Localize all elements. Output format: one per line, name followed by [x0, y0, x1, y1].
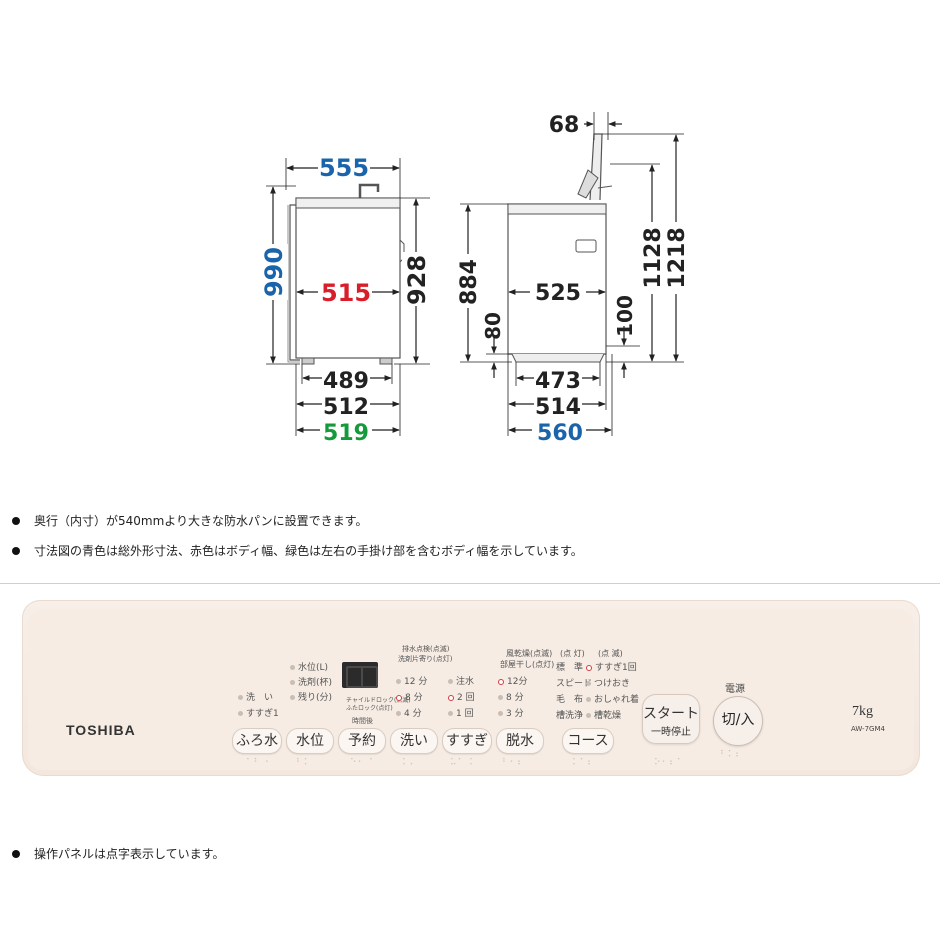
course-speed: スピード — [556, 679, 593, 689]
dim-front-base-mid: 512 — [323, 395, 369, 420]
option-remaining: 残り(分) — [290, 690, 332, 703]
start-label: スタート — [643, 706, 699, 722]
timer-button[interactable]: 予約 — [338, 728, 386, 754]
bath-water-button[interactable]: ふろ水 — [232, 728, 282, 754]
dry-8: 8 分 — [498, 690, 524, 703]
course-header-lit: (点 灯) — [560, 649, 585, 658]
option-rinse1: すすぎ1 — [238, 706, 279, 719]
dim-side-base-inner: 473 — [535, 369, 581, 394]
dim-side-base-mid: 514 — [535, 395, 581, 420]
note-text: 操作パネルは点字表示しています。 — [34, 847, 225, 861]
note-text: 奥行（内寸）が540mmより大きな防水パンに設置できます。 — [34, 514, 368, 528]
model-number: AW-7GM4 — [851, 725, 885, 733]
dim-side-lid-open-high: 1218 — [665, 227, 690, 288]
option-water-level: 水位(L) — [290, 660, 328, 673]
course-standard: 標 準 — [556, 663, 584, 673]
time-8: 8 分 — [396, 690, 423, 703]
option-detergent: 洗剤(杯) — [290, 675, 332, 688]
side-view: 68 884 80 525 100 1128 1218 — [454, 112, 690, 446]
course-soak: つけおき — [586, 676, 630, 689]
divider — [0, 583, 940, 584]
braille-marks: ⠃⠅ — [296, 758, 312, 768]
rinse-2: 2 回 — [448, 690, 475, 703]
bullet-icon — [12, 849, 20, 858]
water-level-button[interactable]: 水位 — [286, 728, 334, 754]
drain-header-1: 排水点検(点滅) — [402, 645, 450, 653]
rinse-1: 1 回 — [448, 706, 474, 719]
rinse-fill: 注水 — [448, 674, 474, 687]
course-blanket: 毛 布 — [556, 695, 584, 705]
dry-3: 3 分 — [498, 706, 524, 719]
note-waterproof-pan: 奥行（内寸）が540mmより大きな防水パンに設置できます。 — [12, 512, 367, 529]
time-12: 12 分 — [396, 674, 427, 687]
course-tub-clean: 槽洗浄 — [556, 711, 584, 721]
dim-front-base-outer: 519 — [323, 421, 369, 446]
dim-front-height-total: 990 — [260, 247, 288, 297]
braille-marks: ⠅⠄ — [402, 758, 418, 768]
braille-marks: ⠁⠃ ⠂ — [246, 758, 273, 768]
dry-header-2: 部屋干し(点灯) — [500, 660, 555, 669]
braille-marks: ⠥⠁ ⠅ — [450, 758, 477, 768]
dim-side-body-depth: 525 — [535, 281, 581, 306]
braille-marks: ⠃⠂⠆ — [502, 758, 525, 768]
spin-button[interactable]: 脱水 — [496, 728, 544, 754]
course-tub-dry: 槽乾燥 — [586, 708, 621, 721]
braille-marks: ⠅⠁⠆ — [572, 758, 595, 768]
dim-front-top-width: 555 — [319, 154, 369, 182]
dim-front-body-width: 515 — [321, 279, 371, 307]
note-text: 寸法図の青色は総外形寸法、赤色はボディ幅、緑色は左右の手掛け部を含むボディ幅を示… — [34, 544, 583, 558]
dim-side-body-height: 884 — [457, 259, 482, 305]
dim-front-base-inner: 489 — [323, 369, 369, 394]
power-button[interactable]: 切/入 — [713, 696, 763, 746]
pause-label: 一時停止 — [651, 727, 691, 738]
caption-lid-lock: ふたロック(点灯) — [346, 705, 393, 712]
bullet-icon — [12, 516, 20, 525]
start-pause-button[interactable]: スタート 一時停止 — [642, 694, 700, 744]
dim-side-lid-open-low: 1128 — [641, 227, 666, 288]
course-delicate: おしゃれ着 — [586, 692, 639, 705]
bullet-icon — [12, 546, 20, 555]
course-rinse-once: すすぎ1回 — [586, 660, 637, 673]
dry-12: 12分 — [498, 674, 527, 687]
braille-marks: ⠕⠂⠆⠁ — [654, 758, 685, 768]
rinse-button[interactable]: すすぎ — [442, 728, 492, 754]
power-caption: 電源 — [725, 684, 745, 695]
brand-logo: TOSHIBA — [66, 722, 136, 738]
capacity-label: 7kg — [852, 704, 873, 719]
dim-side-foot-height: 80 — [481, 312, 505, 340]
note-color-legend: 寸法図の青色は総外形寸法、赤色はボディ幅、緑色は左右の手掛け部を含むボディ幅を示… — [12, 542, 583, 559]
dim-side-right-foot: 100 — [613, 295, 637, 337]
time-4: 4 分 — [396, 706, 422, 719]
dry-header-1: 風乾燥(点滅) — [506, 649, 553, 658]
dimension-diagram: 555 990 515 928 489 512 519 — [258, 112, 690, 446]
drain-header-2: 洗剤片寄り(点灯) — [398, 655, 453, 663]
wash-button[interactable]: 洗い — [390, 728, 438, 754]
dim-side-base-outer: 560 — [537, 421, 583, 446]
caption-hours-later: 時間後 — [352, 717, 373, 725]
note-braille: 操作パネルは点字表示しています。 — [12, 845, 224, 862]
dim-side-lid-offset: 68 — [549, 113, 580, 138]
dim-front-body-height: 928 — [403, 255, 431, 305]
option-wash: 洗 い — [238, 690, 273, 703]
course-button[interactable]: コース — [562, 728, 614, 754]
front-view: 555 990 515 928 489 512 519 — [258, 154, 432, 446]
braille-marks: ⠃⠅⠆ — [720, 750, 743, 760]
braille-marks: ⠑⠂ ⠁ — [350, 758, 377, 768]
course-header-blink: (点 滅) — [598, 649, 623, 658]
caption-child-lock: チャイルドロック(点滅) — [346, 697, 411, 704]
segment-display — [342, 662, 378, 688]
